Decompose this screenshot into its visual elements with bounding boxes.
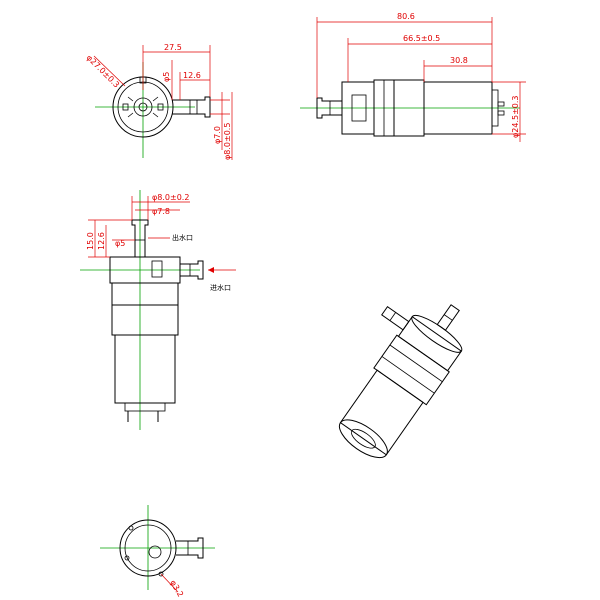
vert-head-port [151, 260, 163, 278]
side-dim-80-6: 80.6 [397, 12, 415, 21]
front-dim-phi27: φ27.0±0.3 [85, 53, 121, 89]
front-dim-27-5: 27.5 [164, 43, 182, 52]
vert-pump-ring-2 [111, 304, 179, 336]
side-dim-30-8: 30.8 [450, 56, 468, 65]
bottom-screw-hole-3 [158, 571, 164, 577]
side-view: 80.6 66.5±0.5 30.8 φ24.5±0.3 [300, 12, 526, 142]
side-dim-phi24-5: φ24.5±0.3 [511, 95, 520, 138]
side-pump-port [351, 94, 367, 122]
front-hub-circle [133, 97, 153, 117]
bottom-body-circle [119, 519, 177, 577]
vert-inlet-arrow-head [208, 267, 214, 273]
front-dim-12-6: 12.6 [183, 71, 201, 80]
bottom-port-hole [148, 545, 162, 559]
inlet-label: 进水口 [210, 283, 231, 292]
front-dim-phi5: φ5 [162, 72, 171, 82]
vert-motor-can [114, 334, 176, 404]
iso-motor-can [339, 369, 424, 456]
side-terminal-2 [497, 110, 505, 116]
iso-outlet-barb [389, 312, 397, 321]
iso-motor-boss [351, 428, 376, 449]
isometric-view [338, 304, 463, 459]
bottom-dim-phi3-2: φ3.2 [168, 579, 185, 599]
side-motor-endcap [491, 89, 499, 127]
vertical-view: φ8.0±0.2 φ7.8 15.0 12.6 φ5 出水口 进水口 [80, 190, 236, 430]
vert-dim-12-6: 12.6 [97, 232, 106, 250]
outlet-label: 出水口 [172, 233, 193, 242]
bottom-leader-phi3 [160, 573, 179, 593]
front-view: 27.5 12.6 φ5 φ27.0±0.3 φ7.0 φ8.0±0.5 [85, 43, 233, 160]
front-right-tab [157, 103, 164, 111]
iso-pump-seam-1 [381, 356, 435, 394]
vert-inlet-nozzle [180, 260, 204, 280]
vert-motor-endcap [124, 402, 166, 412]
iso-pump-seam-2 [389, 344, 443, 383]
front-outlet-nozzle [172, 96, 211, 118]
side-inlet-nozzle [316, 97, 342, 119]
vert-pump-ring-1 [111, 282, 179, 306]
side-dim-66-5: 66.5±0.5 [403, 34, 440, 43]
iso-pump-head [397, 315, 463, 372]
iso-outlet-nozzle [381, 305, 410, 331]
bottom-nozzle [176, 537, 204, 559]
vert-dim-phi5: φ5 [115, 239, 125, 248]
iso-inlet-barb [443, 314, 453, 321]
bottom-screw-hole-2 [124, 555, 130, 561]
front-dim-phi7: φ7.0 [213, 126, 222, 144]
vert-dim-15: 15.0 [86, 232, 95, 250]
vert-outlet-nozzle [131, 219, 149, 257]
front-hub-slots [127, 96, 159, 118]
bottom-inner-circle [124, 524, 172, 572]
vert-dim-root: φ8.0±0.2 [152, 193, 189, 202]
front-leader-phi27 [93, 55, 126, 87]
front-shaft-hole [138, 102, 148, 112]
side-terminal-1 [497, 101, 505, 107]
bottom-screw-hole-1 [128, 525, 134, 531]
iso-motor-end [338, 419, 388, 459]
bottom-view: φ3.2 [100, 505, 215, 599]
vert-dim-barb: φ7.8 [152, 207, 170, 216]
front-left-tab [122, 103, 129, 111]
front-dim-phi8: φ8.0±0.5 [223, 123, 232, 160]
